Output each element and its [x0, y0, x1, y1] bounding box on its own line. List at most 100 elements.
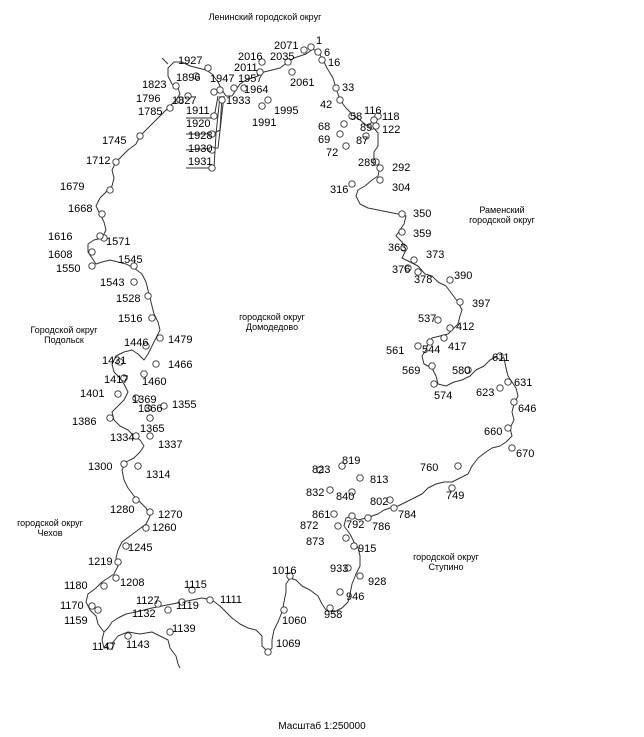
point-label-1260: 1260 — [152, 522, 176, 534]
point-label-873: 873 — [306, 536, 324, 548]
point-label-1386: 1386 — [72, 416, 96, 428]
point-marker-1550 — [88, 262, 96, 270]
point-marker-1060 — [280, 606, 288, 614]
point-label-760: 760 — [420, 462, 438, 474]
point-marker-1947 — [216, 86, 224, 94]
point-marker-1911 — [210, 88, 218, 96]
point-marker-72 — [342, 142, 350, 150]
region-label-chekhov-2: Чехов — [38, 528, 63, 538]
point-label-623: 623 — [476, 387, 494, 399]
point-marker-1170 — [88, 602, 96, 610]
point-marker-1920 — [210, 112, 218, 120]
point-marker-1208 — [112, 574, 120, 582]
point-label-1896: 1896 — [176, 72, 200, 84]
point-marker-792 — [348, 512, 356, 520]
point-marker-397 — [456, 298, 464, 306]
point-label-1111: 1111 — [220, 594, 242, 606]
point-label-1931: 1931 — [188, 156, 212, 168]
point-label-2035: 2035 — [270, 51, 294, 63]
point-marker-1679 — [106, 186, 114, 194]
point-label-1: 1 — [316, 35, 322, 47]
point-marker-1111 — [206, 596, 214, 604]
point-marker-819 — [338, 462, 346, 470]
point-marker-1931 — [208, 164, 216, 172]
point-marker-1796 — [176, 96, 184, 104]
point-label-1245: 1245 — [128, 542, 152, 554]
point-marker-350 — [398, 210, 406, 218]
point-marker-1964 — [240, 84, 248, 92]
point-label-2011: 2011 — [234, 62, 258, 74]
point-label-861: 861 — [312, 509, 330, 521]
point-label-1159: 1159 — [64, 615, 88, 627]
point-label-1911: 1911 — [186, 105, 210, 117]
point-label-802: 802 — [370, 496, 388, 508]
point-label-1369: 1369 — [132, 394, 156, 406]
point-marker-1446 — [142, 342, 150, 350]
point-marker-1995 — [264, 96, 272, 104]
point-label-373: 373 — [426, 249, 444, 261]
point-label-933: 933 — [330, 563, 348, 575]
point-label-1280: 1280 — [110, 504, 134, 516]
point-label-350: 350 — [413, 208, 431, 220]
point-label-1132: 1132 — [132, 608, 156, 620]
point-marker-958 — [326, 604, 334, 612]
point-label-33: 33 — [342, 82, 354, 94]
point-marker-1159 — [94, 606, 102, 614]
point-marker-574 — [430, 380, 438, 388]
region-label-chekhov: городской округ — [17, 518, 84, 528]
point-marker-359 — [398, 228, 406, 236]
point-label-823: 823 — [312, 464, 330, 476]
point-marker-670 — [508, 444, 516, 452]
district-boundary-stub-north — [161, 57, 169, 65]
point-label-397: 397 — [472, 298, 490, 310]
point-marker-376 — [404, 264, 412, 272]
point-label-378: 378 — [414, 274, 432, 286]
point-marker-1466 — [152, 360, 160, 368]
point-marker-1616 — [96, 232, 104, 240]
region-label-domodedovo: городской округ — [239, 312, 306, 322]
point-marker-1528 — [144, 292, 152, 300]
point-label-1991: 1991 — [252, 117, 276, 129]
point-label-1147: 1147 — [92, 641, 116, 653]
point-marker-1334 — [132, 432, 140, 440]
point-label-1366: 1366 — [138, 403, 162, 415]
point-label-1928: 1928 — [188, 130, 212, 142]
point-label-1947: 1947 — [210, 73, 234, 85]
point-label-1417: 1417 — [104, 374, 128, 386]
point-label-1270: 1270 — [158, 509, 182, 521]
point-label-832: 832 — [306, 487, 324, 499]
point-marker-646 — [510, 398, 518, 406]
point-label-87: 87 — [356, 135, 368, 147]
point-marker-1260 — [142, 524, 150, 532]
point-marker-1300 — [120, 460, 128, 468]
point-marker-2035 — [284, 58, 292, 66]
point-marker-2061 — [288, 68, 296, 76]
point-marker-660 — [504, 424, 512, 432]
point-marker-1115 — [188, 586, 196, 594]
point-label-2071: 2071 — [274, 40, 298, 52]
point-marker-1516 — [148, 314, 156, 322]
point-marker-16 — [318, 56, 326, 64]
point-label-1219: 1219 — [88, 556, 112, 568]
point-marker-1823 — [172, 82, 180, 90]
point-label-749: 749 — [446, 490, 464, 502]
point-label-42: 42 — [320, 99, 332, 111]
point-label-1119: 1119 — [176, 600, 199, 612]
district-boundary-stub-south — [177, 663, 181, 669]
region-label-stupino: городской округ — [413, 552, 480, 562]
point-marker-1401 — [114, 390, 122, 398]
point-label-561: 561 — [386, 345, 404, 357]
point-label-928: 928 — [368, 576, 386, 588]
point-label-670: 670 — [516, 448, 534, 460]
point-label-813: 813 — [370, 474, 388, 486]
point-marker-832 — [326, 486, 334, 494]
point-marker-1928 — [208, 130, 216, 138]
point-marker-1069 — [264, 648, 272, 656]
point-marker-784 — [390, 504, 398, 512]
point-marker-915 — [350, 542, 358, 550]
point-label-69: 69 — [318, 134, 330, 146]
point-label-118: 118 — [382, 111, 400, 123]
point-marker-1355 — [160, 402, 168, 410]
point-marker-2016 — [258, 58, 266, 66]
point-label-1431: 1431 — [102, 355, 126, 367]
